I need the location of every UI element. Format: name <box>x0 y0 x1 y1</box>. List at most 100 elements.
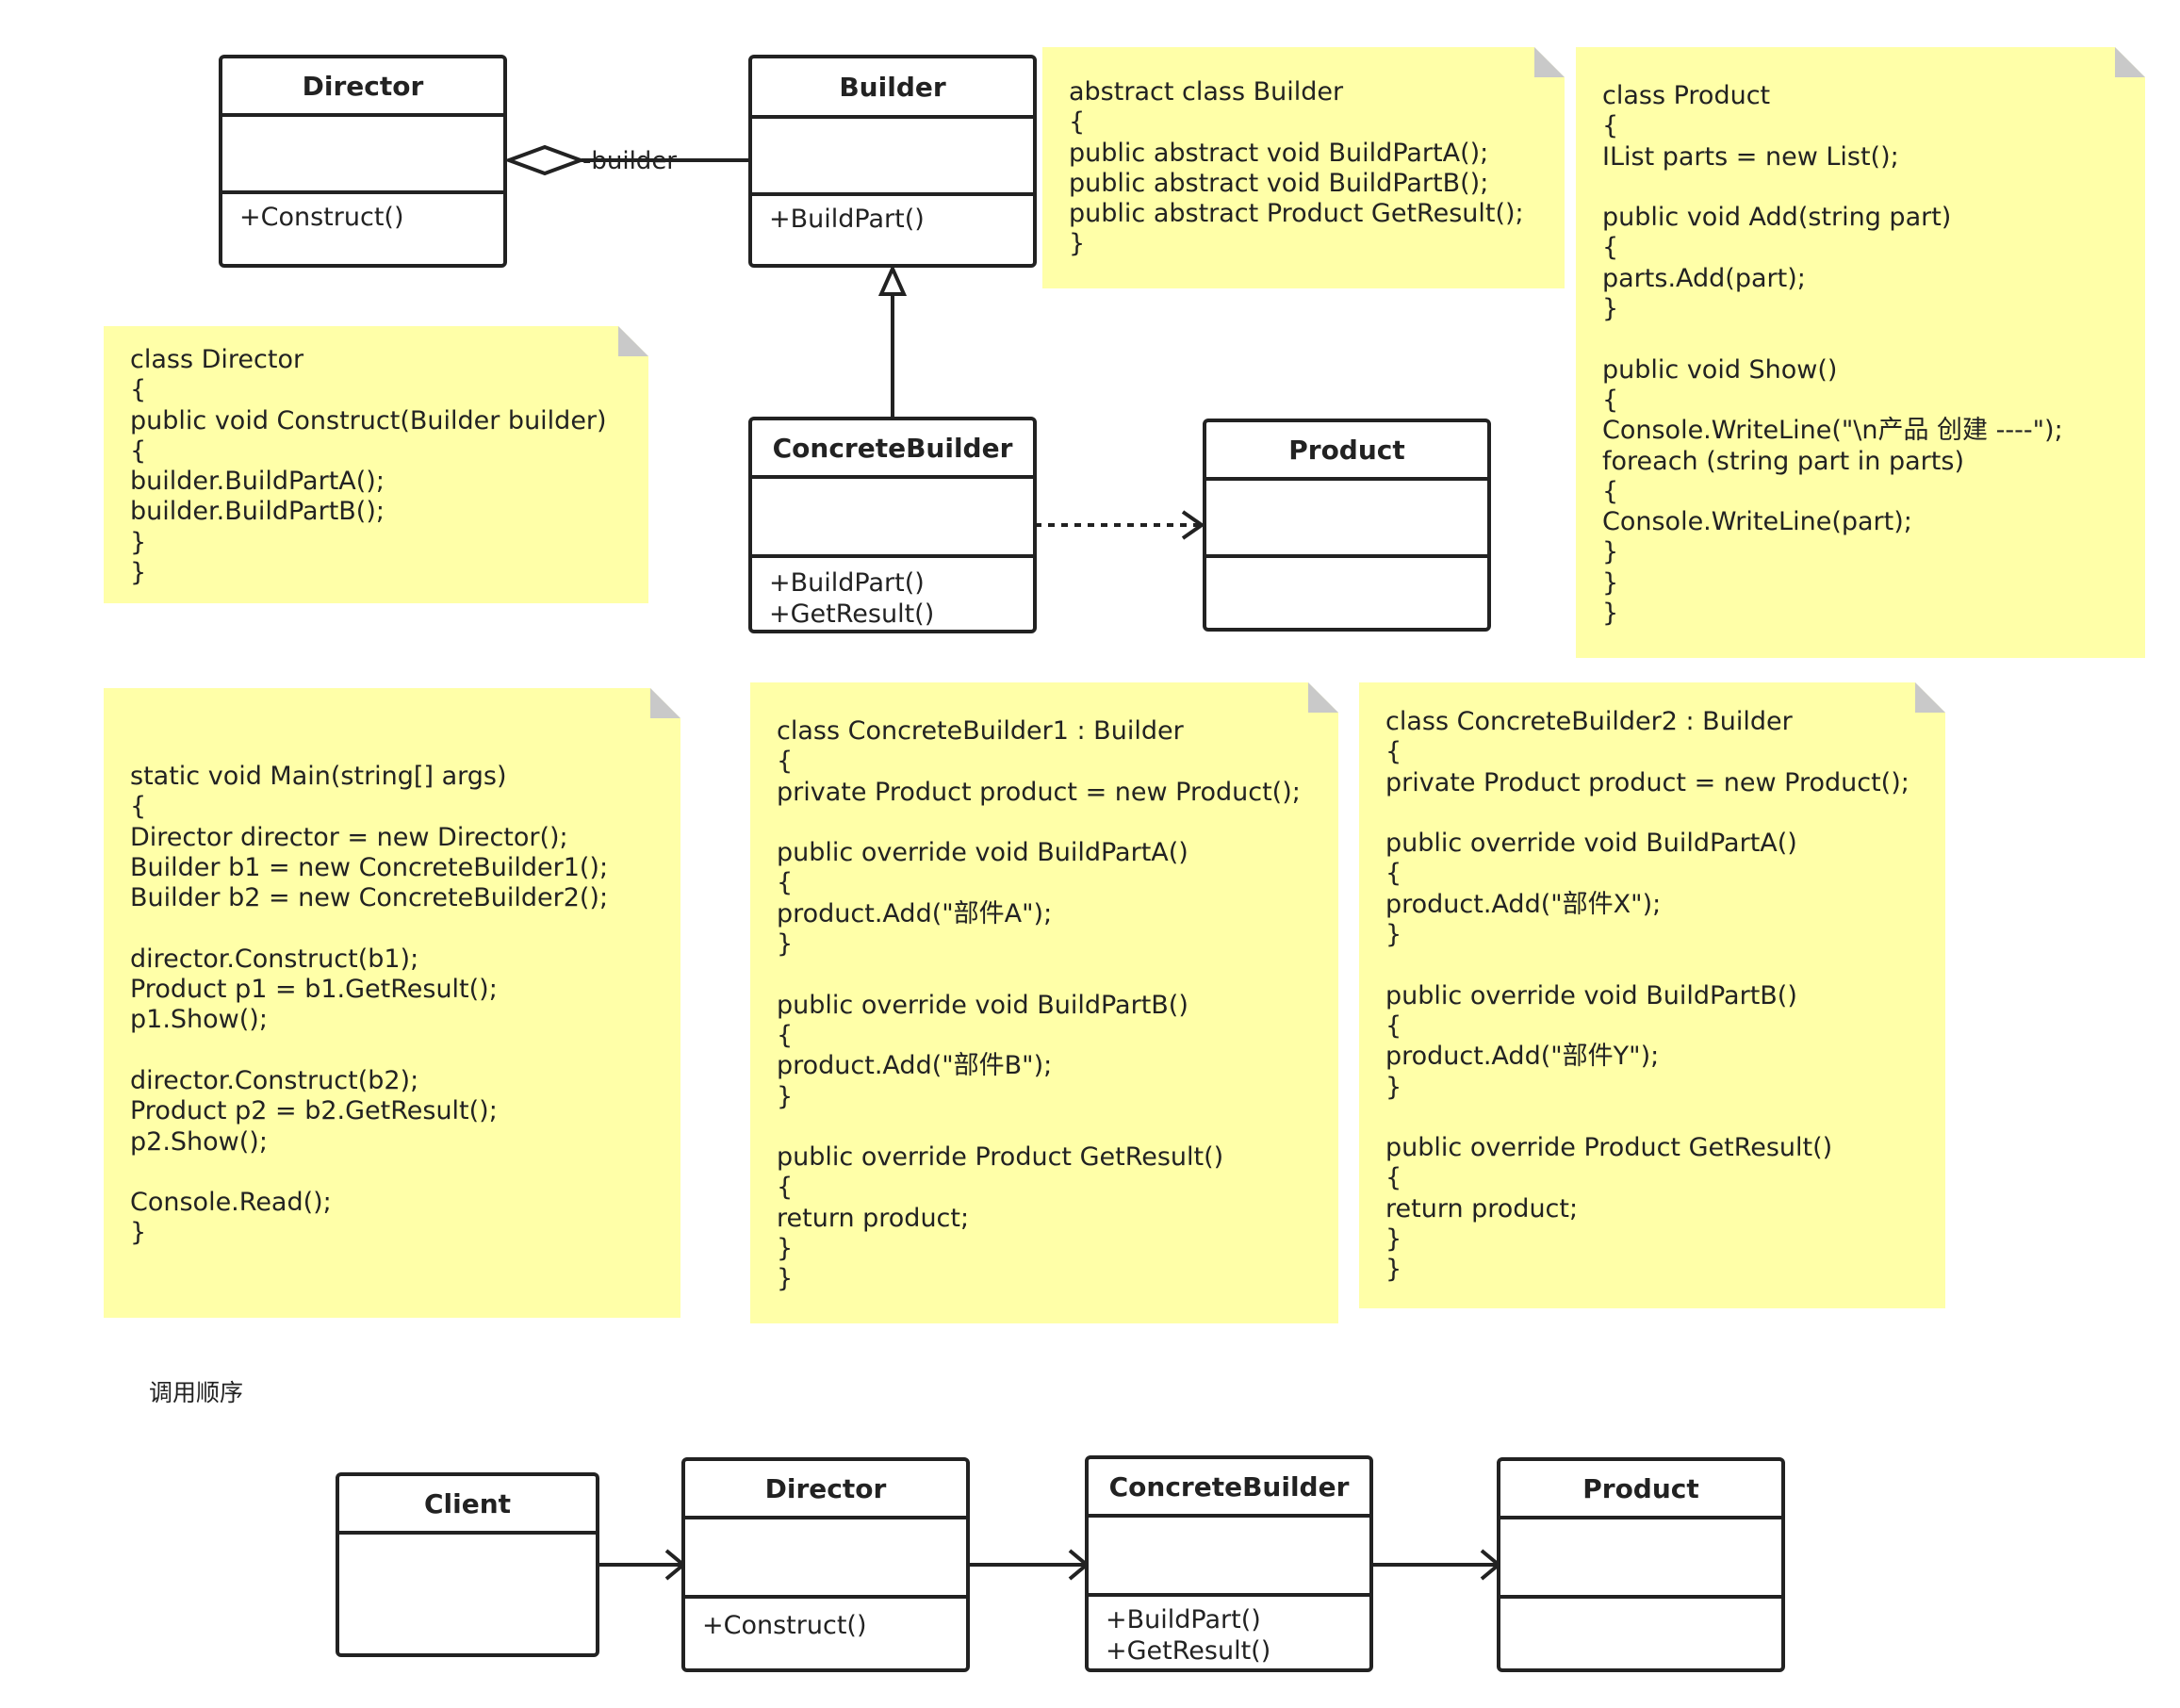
code-line: } <box>1602 567 1619 598</box>
code-line: public override Product GetResult() <box>1385 1133 1833 1163</box>
class-product[interactable]: Product <box>1203 419 1491 632</box>
class-operations: +Construct() <box>222 194 503 240</box>
code-line: { <box>777 747 794 777</box>
code-line: class Product <box>1602 81 1771 110</box>
code-line: public override void BuildPartA() <box>777 838 1188 868</box>
code-line: p2.Show(); <box>130 1126 268 1157</box>
class-operations: +Construct() <box>685 1599 966 1649</box>
code-line: } <box>1602 537 1619 567</box>
code-line: Console.Read(); <box>130 1188 332 1218</box>
code-line: { <box>1602 111 1619 141</box>
note-fold-corner <box>650 688 680 718</box>
code-line: class Director <box>130 345 304 374</box>
code-line: abstract class Builder <box>1069 77 1344 107</box>
code-line: } <box>1385 1072 1402 1102</box>
code-line: private Product product = new Product(); <box>777 777 1301 807</box>
code-line: { <box>1069 107 1086 138</box>
code-line <box>777 960 1338 990</box>
code-line: return product; <box>777 1203 970 1233</box>
code-line: { <box>130 792 147 822</box>
seq-class-concrete-builder[interactable]: ConcreteBuilder +BuildPart() +GetResult(… <box>1085 1455 1373 1672</box>
code-line: } <box>777 929 794 960</box>
note-product-class: class Product{IList parts = new List(); … <box>1576 47 2145 658</box>
class-director[interactable]: Director +Construct() <box>219 55 507 268</box>
class-name: Builder <box>752 58 1033 119</box>
seq-class-director[interactable]: Director +Construct() <box>681 1457 970 1672</box>
seq-class-client[interactable]: Client <box>336 1472 599 1657</box>
code-line: { <box>1602 476 1619 506</box>
code-line <box>1385 950 1945 980</box>
sequence-title: 调用顺序 <box>149 1379 244 1406</box>
code-line: } <box>777 1264 794 1294</box>
note-fold-corner <box>2115 47 2145 77</box>
class-attributes <box>752 479 1033 558</box>
code-line: product.Add("部件X"); <box>1385 889 1662 919</box>
class-name: Director <box>685 1461 966 1519</box>
code-line: public abstract void BuildPartA(); <box>1069 138 1489 168</box>
code-line: } <box>1069 229 1086 259</box>
code-line: Product p2 = b2.GetResult(); <box>130 1096 498 1126</box>
class-operations: +BuildPart() +GetResult() <box>1089 1597 1369 1674</box>
class-operations <box>1500 1599 1781 1614</box>
class-builder[interactable]: Builder +BuildPart() <box>748 55 1037 268</box>
code-line: class ConcreteBuilder2 : Builder <box>1385 707 1793 736</box>
code-line: public override void BuildPartA() <box>1385 829 1797 859</box>
code-line: builder.BuildPartB(); <box>130 497 385 527</box>
code-line <box>777 808 1338 838</box>
class-operations <box>1206 558 1487 573</box>
note-fold-corner <box>1915 682 1945 713</box>
note-director-class: class Director{public void Construct(Bui… <box>104 326 648 603</box>
code-line: static void Main(string[] args) <box>130 762 507 791</box>
operation: +GetResult() <box>769 599 935 629</box>
operation: +BuildPart() <box>769 568 925 598</box>
note-main: static void Main(string[] args){Director… <box>104 688 680 1318</box>
code-line: { <box>777 1173 794 1203</box>
code-line: { <box>130 375 147 405</box>
code-line: } <box>1385 920 1402 950</box>
code-line: Console.WriteLine("\n产品 创建 ----"); <box>1602 416 2063 446</box>
class-operations: +BuildPart() +GetResult() <box>752 558 1033 637</box>
operation: +Construct() <box>702 1611 867 1640</box>
class-attributes <box>685 1519 966 1599</box>
code-line <box>777 1112 1338 1142</box>
class-name: Director <box>222 58 503 117</box>
code-line: class ConcreteBuilder1 : Builder <box>777 716 1184 746</box>
class-concrete-builder[interactable]: ConcreteBuilder +BuildPart() +GetResult(… <box>748 417 1037 633</box>
seq-class-product[interactable]: Product <box>1497 1457 1785 1672</box>
class-name: ConcreteBuilder <box>1089 1459 1369 1518</box>
code-line: public void Add(string part) <box>1602 203 1952 233</box>
generalization-arrowhead <box>877 264 908 296</box>
class-name: Product <box>1500 1461 1781 1519</box>
code-line: director.Construct(b2); <box>130 1065 419 1095</box>
code-line: { <box>1385 1163 1402 1193</box>
code-line: public override void BuildPartB() <box>777 990 1188 1020</box>
code-line: public override Product GetResult() <box>777 1142 1224 1173</box>
code-line: parts.Add(part); <box>1602 263 1806 293</box>
code-line: director.Construct(b1); <box>130 944 419 974</box>
code-line <box>130 913 680 944</box>
note-concrete-builder1: class ConcreteBuilder1 : Builder{private… <box>750 682 1338 1323</box>
code-line: p1.Show(); <box>130 1005 268 1035</box>
code-line: public abstract Product GetResult(); <box>1069 199 1524 229</box>
code-line: { <box>1602 233 1619 263</box>
code-line <box>130 1158 680 1188</box>
code-line: } <box>130 527 147 557</box>
code-line: foreach (string part in parts) <box>1602 446 1964 476</box>
code-line: Product p1 = b1.GetResult(); <box>130 975 498 1005</box>
note-abstract-builder: abstract class Builder{public abstract v… <box>1042 47 1565 288</box>
class-attributes <box>1089 1518 1369 1597</box>
class-operations: +BuildPart() <box>752 196 1033 242</box>
code-line: } <box>777 1234 794 1264</box>
code-line: { <box>777 1020 794 1050</box>
code-line: public void Show() <box>1602 354 1838 385</box>
code-line: Console.WriteLine(part); <box>1602 507 1912 537</box>
code-line: Builder b1 = new ConcreteBuilder1(); <box>130 852 609 882</box>
code-line: product.Add("部件A"); <box>777 898 1053 928</box>
association-label: -builder <box>582 147 678 175</box>
code-line: private Product product = new Product(); <box>1385 767 1910 797</box>
code-line: public override void BuildPartB() <box>1385 980 1797 1010</box>
code-line: } <box>1602 599 1619 629</box>
dependency-arrowhead <box>1181 510 1205 540</box>
class-name: ConcreteBuilder <box>752 420 1033 479</box>
code-line: } <box>130 1218 147 1248</box>
